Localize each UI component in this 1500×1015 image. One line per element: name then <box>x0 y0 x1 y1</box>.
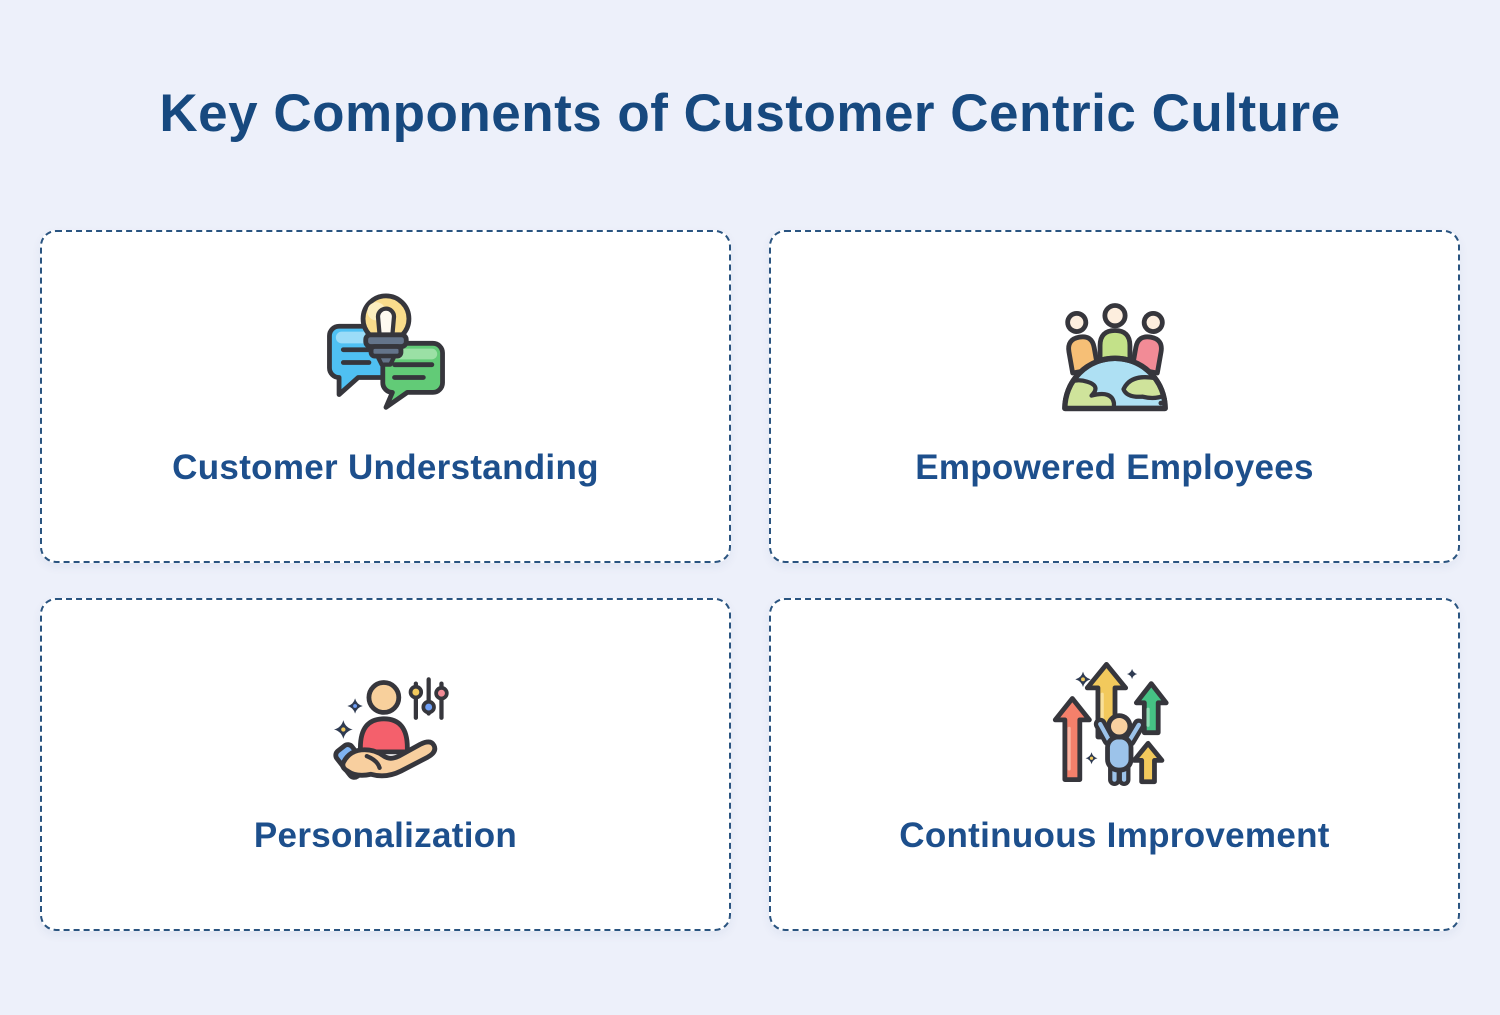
card-label: Customer Understanding <box>172 448 599 487</box>
cards-grid: Customer Understanding <box>40 230 1460 931</box>
idea-conversation-icon <box>322 290 450 418</box>
card-personalization: Personalization <box>40 598 731 931</box>
card-empowered-employees: Empowered Employees <box>769 230 1460 563</box>
hand-person-sliders-icon <box>322 658 450 786</box>
people-globe-icon <box>1051 290 1179 418</box>
page-title: Key Components of Customer Centric Cultu… <box>159 84 1341 143</box>
card-label: Personalization <box>253 816 518 855</box>
card-continuous-improvement: Continuous Improvement <box>769 598 1460 931</box>
card-label: Empowered Employees <box>915 448 1314 487</box>
card-label: Continuous Improvement <box>899 816 1330 855</box>
card-customer-understanding: Customer Understanding <box>40 230 731 563</box>
growth-arrows-icon <box>1051 658 1179 786</box>
